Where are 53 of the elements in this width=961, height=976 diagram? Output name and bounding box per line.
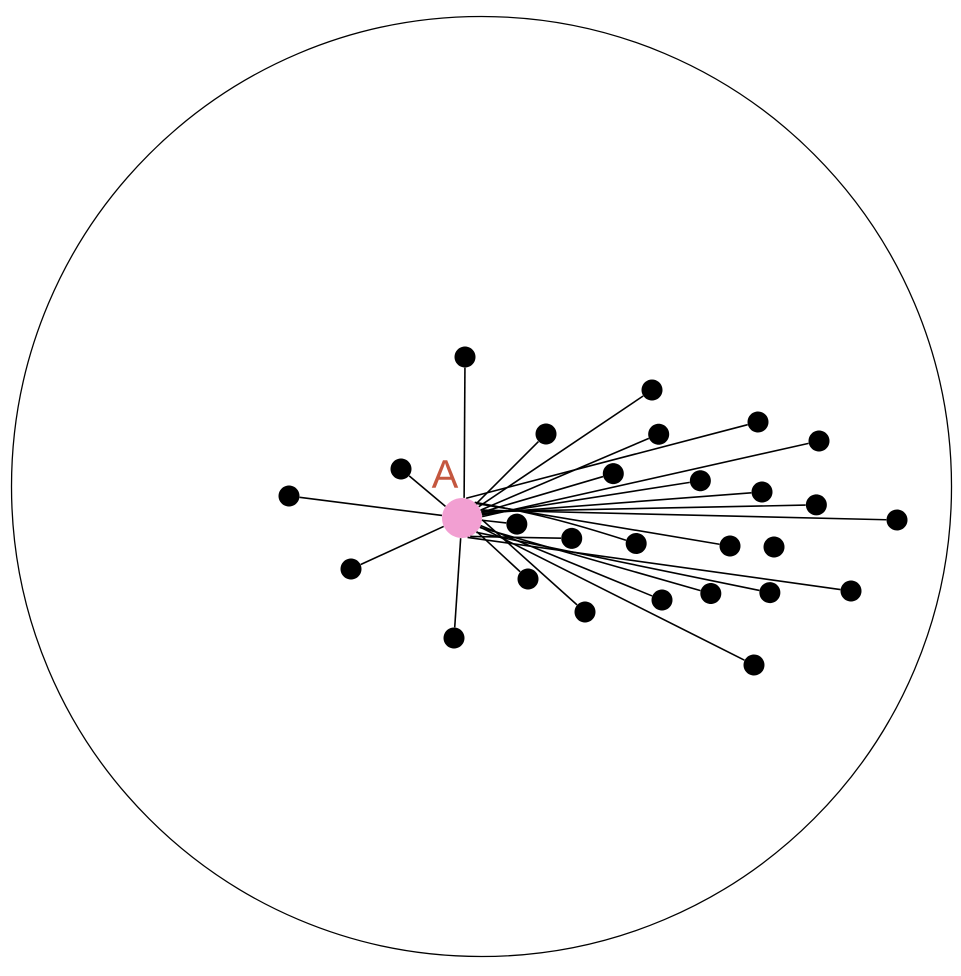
- connector-line: [480, 526, 701, 592]
- dot: [652, 590, 672, 610]
- dot: [536, 424, 556, 444]
- connector-line: [480, 524, 652, 597]
- dot: [340, 558, 362, 580]
- connector-line: [470, 536, 562, 539]
- dot: [648, 424, 670, 445]
- dot: [506, 514, 528, 535]
- dot: [748, 412, 768, 432]
- connector-line: [482, 482, 690, 516]
- connector-line: [360, 526, 444, 566]
- connector-line: [454, 538, 462, 628]
- dot: [574, 602, 596, 622]
- connector-line: [466, 424, 748, 500]
- connector-line: [482, 519, 578, 606]
- dot: [700, 583, 722, 604]
- connector-line: [482, 442, 809, 518]
- dot: [561, 528, 582, 549]
- dot: [808, 430, 830, 452]
- connector-line: [478, 395, 644, 508]
- connector-line: [300, 496, 442, 516]
- dot: [806, 494, 827, 516]
- connector-line: [481, 504, 806, 513]
- connector-line: [476, 531, 521, 572]
- dot: [390, 458, 412, 480]
- connector-line: [474, 502, 626, 541]
- dot: [886, 510, 908, 530]
- dot: [752, 482, 772, 502]
- dot: [744, 654, 764, 676]
- connector-line: [476, 532, 760, 592]
- connector-line: [482, 492, 752, 514]
- dot: [642, 380, 662, 400]
- dot: [626, 533, 647, 554]
- dot: [454, 346, 476, 368]
- connector-line: [408, 475, 446, 508]
- dot: [690, 470, 711, 492]
- dot: [720, 536, 740, 556]
- dot: [602, 463, 624, 484]
- dot: [840, 580, 862, 602]
- dot: [759, 582, 780, 604]
- dot: [764, 536, 784, 558]
- connector-line: [463, 368, 466, 498]
- connector-line: [476, 502, 720, 546]
- connector-line: [467, 536, 841, 590]
- node-label: A: [432, 460, 458, 488]
- dot: [444, 628, 464, 648]
- connector-line: [482, 519, 506, 524]
- connector-line: [480, 509, 886, 521]
- connector-line: [480, 526, 745, 661]
- dot: [278, 486, 300, 506]
- connector-line: [476, 441, 539, 504]
- connector-line: [480, 438, 650, 511]
- dot: [518, 568, 538, 590]
